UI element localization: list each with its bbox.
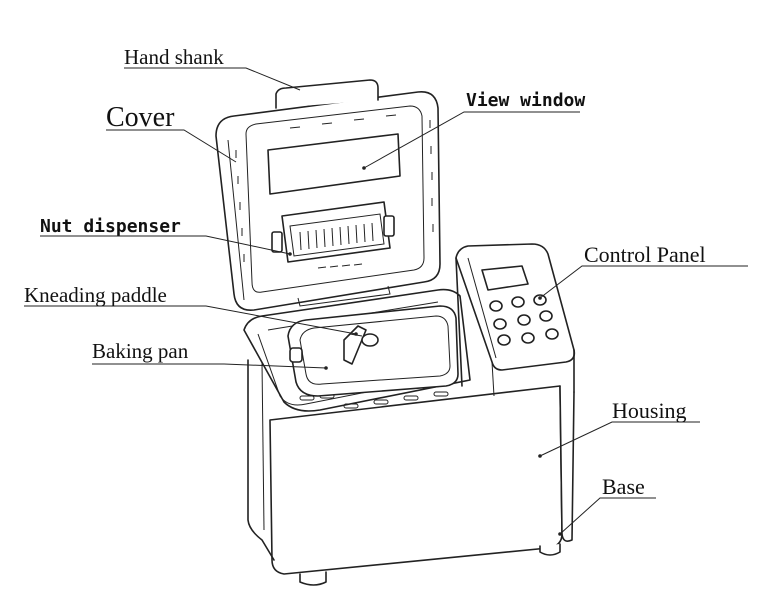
- label-control-panel: Control Panel: [584, 242, 706, 267]
- cover: [215, 79, 441, 311]
- kneading-paddle: [343, 325, 379, 365]
- label-housing: Housing: [612, 398, 687, 423]
- control-panel-tower: [455, 243, 576, 397]
- hand-shank: [275, 79, 379, 109]
- leader-lines: [24, 67, 748, 536]
- label-baking-pan: Baking pan: [92, 339, 189, 363]
- display-screen: [481, 265, 529, 291]
- label-view-window: View window: [466, 90, 585, 111]
- label-nut-dispenser: Nut dispenser: [40, 216, 181, 237]
- pan-handle: [289, 347, 303, 363]
- nut-dispenser: [271, 201, 395, 269]
- baking-pan: [287, 305, 459, 397]
- view-window: [267, 133, 401, 195]
- label-cover: Cover: [106, 102, 175, 133]
- label-hand-shank: Hand shank: [124, 45, 224, 69]
- control-buttons: [489, 294, 559, 346]
- labels: Hand shank Cover View window Nut dispens…: [24, 45, 706, 499]
- label-base: Base: [602, 474, 645, 499]
- label-kneading-paddle: Kneading paddle: [24, 283, 167, 307]
